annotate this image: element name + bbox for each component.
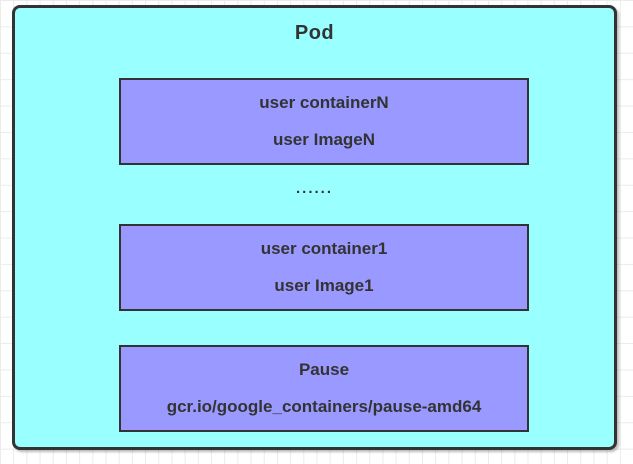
container-1-image: user Image1 [274,276,374,296]
container-box-pause: Pause gcr.io/google_containers/pause-amd… [119,345,529,432]
container-1-name: user container1 [260,238,388,258]
pause-container-image: gcr.io/google_containers/pause-amd64 [166,397,482,417]
pause-container-name: Pause [298,359,350,379]
container-n-name: user containerN [259,92,389,112]
pod-box: Pod user containerN user ImageN ...... u… [12,5,617,450]
pod-title: Pod [294,22,335,44]
ellipsis-text: ...... [295,180,333,197]
container-box-user-n: user containerN user ImageN [119,78,529,165]
container-n-image: user ImageN [272,130,376,150]
container-box-user-1: user container1 user Image1 [119,224,529,311]
